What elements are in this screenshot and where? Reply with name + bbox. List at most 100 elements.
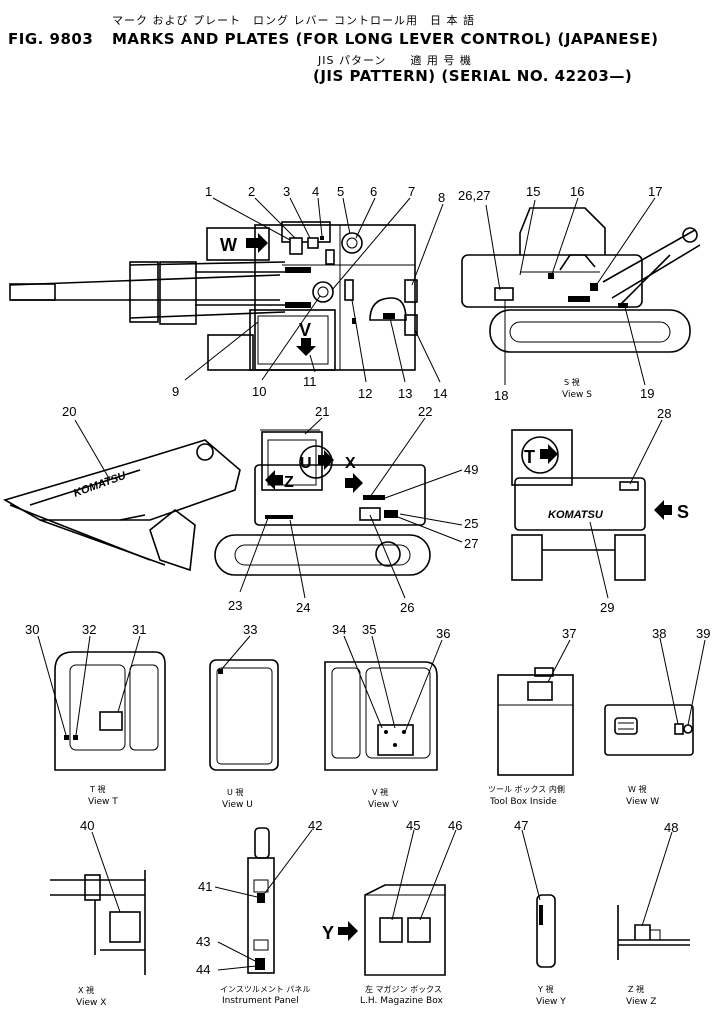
callout-6: 6: [370, 184, 377, 199]
callout-49: 49: [464, 462, 478, 477]
plate-letter-w: W: [220, 235, 237, 255]
plate-letter-v: V: [299, 320, 311, 340]
view-z-caption: View Z: [626, 997, 656, 1007]
callout-28: 28: [657, 406, 671, 421]
view-x-caption-jp: X 視: [78, 986, 94, 995]
leader-lines: [37, 197, 706, 971]
callout-11: 11: [303, 374, 317, 389]
subtitle-english: (JIS PATTERN) (SERIAL NO. 42203—): [313, 67, 633, 85]
view-y-drawing: Y 視 View Y: [536, 894, 566, 1007]
callout-21: 21: [315, 404, 329, 419]
figure-number: FIG. 9803: [8, 30, 94, 48]
callout-38: 38: [652, 626, 666, 641]
view-u-drawing: U 視 View U: [209, 659, 279, 810]
callout-35: 35: [362, 622, 376, 637]
callout-13: 13: [398, 386, 412, 401]
view-v-caption: View V: [368, 800, 399, 810]
plate-letter-x: X: [345, 455, 356, 472]
callout-23: 23: [228, 598, 242, 613]
view-x-caption: View X: [76, 998, 106, 1008]
magazine-caption: L.H. Magazine Box: [360, 996, 443, 1006]
plate-letter-y: Y: [322, 923, 334, 943]
callout-29: 29: [600, 600, 614, 615]
callout-9: 9: [172, 384, 179, 399]
view-z-drawing: Z 視 View Z: [617, 905, 690, 1007]
callout-43: 43: [196, 934, 210, 949]
callout-20: 20: [62, 404, 76, 419]
view-t-drawing: T 視 View T: [54, 651, 166, 807]
tool-box-caption: Tool Box Inside: [489, 797, 557, 807]
view-z-caption-jp: Z 視: [628, 985, 644, 994]
callout-37: 37: [562, 626, 576, 641]
instrument-caption: Instrument Panel: [222, 996, 299, 1006]
subtitle-japanese: JIS パターン 適 用 号 機: [318, 54, 472, 67]
callout-8: 8: [438, 190, 445, 205]
callout-17: 17: [648, 184, 662, 199]
callout-34: 34: [332, 622, 346, 637]
tool-box-caption-jp: ツール ボックス 内側: [488, 784, 565, 794]
callout-41: 41: [198, 879, 212, 894]
callout-48: 48: [664, 820, 678, 835]
callout-45: 45: [406, 818, 420, 833]
callout-36: 36: [436, 626, 450, 641]
callout-numbers: 1 2 3 4 5 6 7 8 9 10 11 12 13 14 26,27 1…: [25, 184, 710, 977]
callout-46: 46: [448, 818, 462, 833]
side-view-drawing: KOMATSU U X Z: [2, 429, 431, 576]
view-s-drawing: S 視 View S: [461, 207, 701, 400]
callout-26-27: 26,27: [458, 188, 491, 203]
callout-10: 10: [252, 384, 266, 399]
callout-33: 33: [243, 622, 257, 637]
callout-2: 2: [248, 184, 255, 199]
callout-4: 4: [312, 184, 319, 199]
counterweight-brand: KOMATSU: [548, 509, 604, 521]
callout-42: 42: [308, 818, 322, 833]
magazine-caption-jp: 左 マガジン ボックス: [365, 984, 442, 994]
view-w-caption-jp: W 視: [628, 785, 646, 794]
callout-40: 40: [80, 818, 94, 833]
plate-letter-u: U: [300, 455, 312, 472]
view-u-caption: View U: [222, 800, 253, 810]
callout-39: 39: [696, 626, 710, 641]
callout-30: 30: [25, 622, 39, 637]
callout-26: 26: [400, 600, 414, 615]
callout-12: 12: [358, 386, 372, 401]
callout-18: 18: [494, 388, 508, 403]
title-japanese: マーク および プレート ロング レバー コントロール用 日 本 語: [112, 14, 475, 27]
callout-1: 1: [205, 184, 212, 199]
boom-brand: KOMATSU: [72, 469, 129, 499]
callout-24: 24: [296, 600, 310, 615]
callout-25: 25: [464, 516, 478, 531]
view-w-caption: View W: [626, 797, 659, 807]
plate-letter-z: Z: [284, 474, 294, 491]
callout-3: 3: [283, 184, 290, 199]
callout-16: 16: [570, 184, 584, 199]
callout-14: 14: [433, 386, 447, 401]
view-x-drawing: X 視 View X: [50, 870, 146, 1008]
view-y-caption-jp: Y 視: [537, 985, 553, 994]
view-s-caption-jp: S 視: [564, 378, 580, 387]
callout-47: 47: [514, 818, 528, 833]
magazine-box-drawing: Y 左 マガジン ボックス L.H. Magazine Box: [322, 884, 446, 1006]
callout-15: 15: [526, 184, 540, 199]
callout-32: 32: [82, 622, 96, 637]
title-english: MARKS AND PLATES (FOR LONG LEVER CONTROL…: [112, 30, 659, 48]
callout-7: 7: [408, 184, 415, 199]
view-w-drawing: W 視 View W: [604, 704, 694, 807]
view-v-caption-jp: V 視: [372, 788, 388, 797]
callout-22: 22: [418, 404, 432, 419]
tool-box-drawing: ツール ボックス 内側 Tool Box Inside: [488, 667, 574, 807]
view-v-drawing: V 視 View V: [324, 661, 438, 810]
callout-5: 5: [337, 184, 344, 199]
callout-27: 27: [464, 536, 478, 551]
view-s-caption: View S: [562, 390, 592, 400]
view-y-caption: View Y: [536, 997, 566, 1007]
rear-view-drawing: T KOMATSU S: [511, 429, 689, 581]
plate-letter-s: S: [677, 502, 689, 522]
view-u-caption-jp: U 視: [227, 788, 243, 797]
callout-31: 31: [132, 622, 146, 637]
plate-letter-t: T: [524, 447, 535, 467]
view-t-caption-jp: T 視: [89, 785, 105, 794]
top-view-drawing: W V: [9, 221, 418, 371]
callout-44: 44: [196, 962, 210, 977]
